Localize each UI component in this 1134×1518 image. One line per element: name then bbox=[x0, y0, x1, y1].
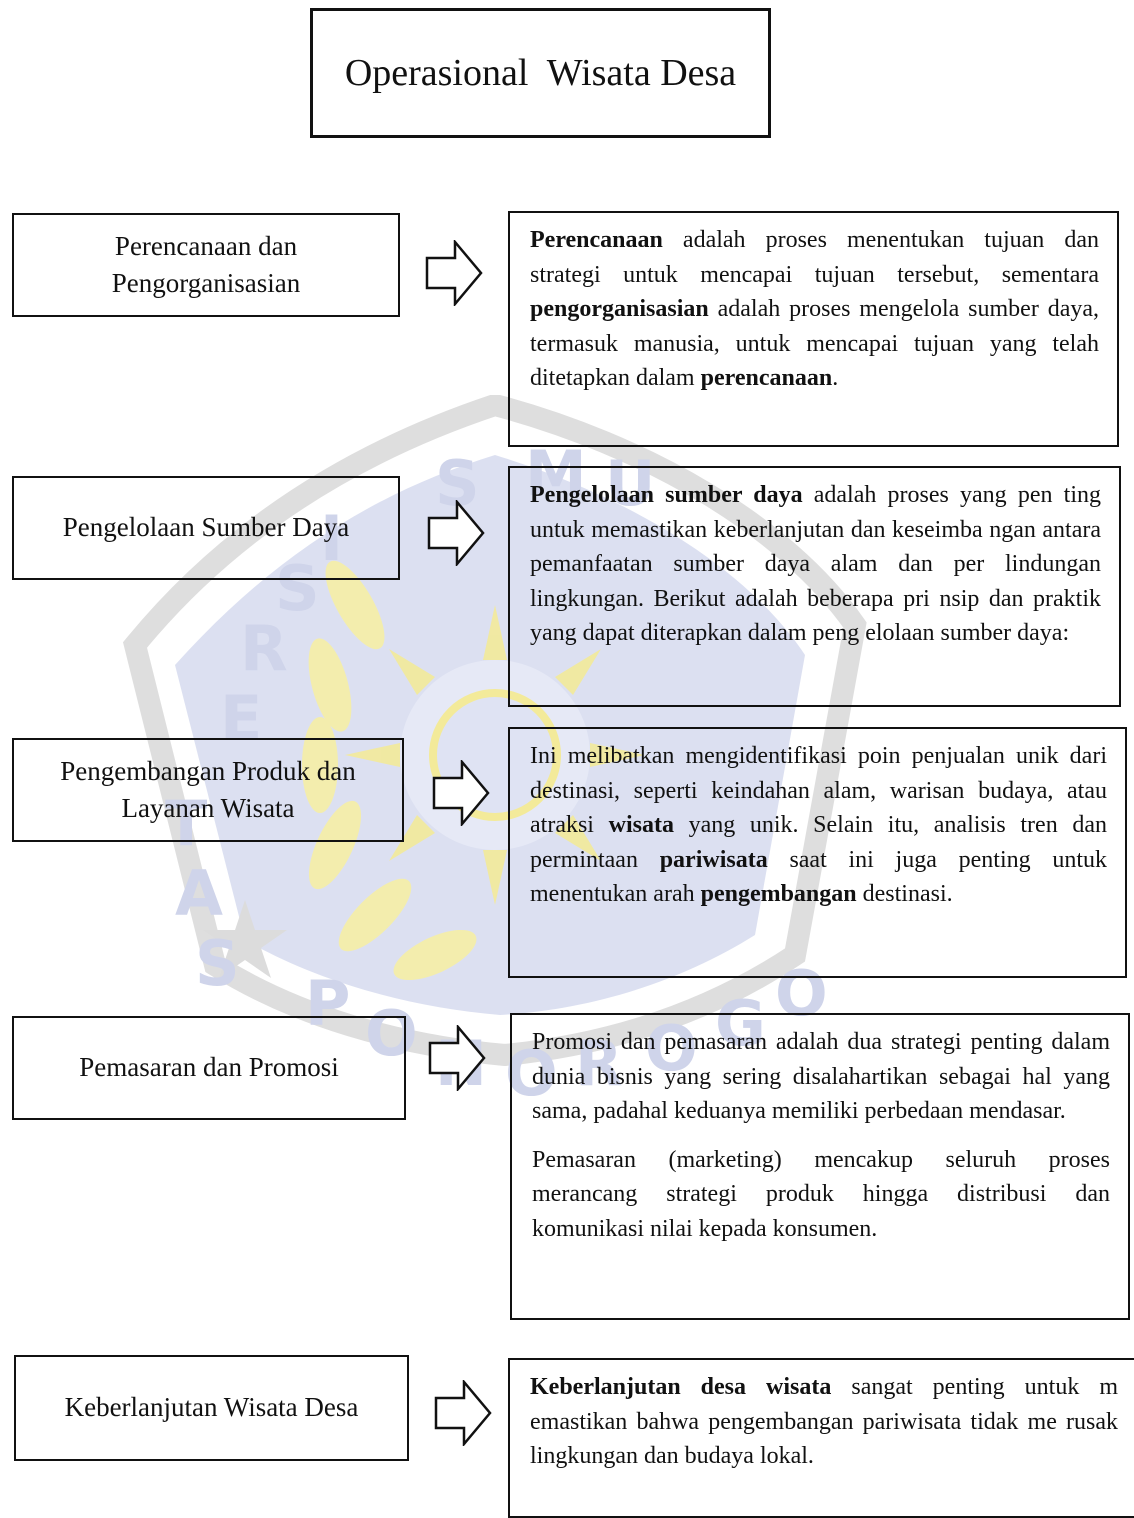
text-run: destinasi. bbox=[856, 881, 953, 908]
watermark-letter: R bbox=[240, 612, 288, 685]
watermark-letter: G bbox=[715, 987, 766, 1060]
description-paragraph: Perencanaan adalah proses menentukan tuj… bbox=[530, 223, 1099, 396]
watermark-letter: M bbox=[525, 437, 587, 510]
watermark-letter: O bbox=[365, 997, 418, 1070]
bold-term: Keberlanjutan desa wisata bbox=[530, 1374, 832, 1400]
text-run: sangat penting untuk m emastikan bahwa p… bbox=[530, 1374, 1119, 1470]
watermark-letter: A bbox=[175, 857, 223, 930]
watermark-shield-outline bbox=[122, 395, 867, 1067]
step-box-keberlanjutan: Keberlanjutan Wisata Desa bbox=[14, 1355, 409, 1461]
watermark-letter: E bbox=[220, 682, 262, 755]
text-run: yang unik. Selain itu, analisis tren dan… bbox=[530, 812, 1107, 873]
description-box-pengembangan: Ini melibatkan mengidentifikasi poin pen… bbox=[508, 727, 1127, 978]
description-paragraph: Pengelolaan sumber daya adalah proses ya… bbox=[530, 478, 1101, 651]
watermark-letter: I bbox=[320, 502, 343, 575]
watermark-letter: R bbox=[575, 1027, 623, 1100]
step-box-perencanaan: Perencanaan dan Pengorganisasian bbox=[12, 213, 400, 317]
bold-term: pariwisata bbox=[659, 846, 768, 873]
watermark-letter: P bbox=[305, 967, 350, 1040]
description-paragraph: Pemasaran (marketing) mencakup seluruh p… bbox=[532, 1143, 1110, 1247]
watermark-letter: O bbox=[505, 1037, 558, 1110]
description-box-pengelolaan: Pengelolaan sumber daya adalah proses ya… bbox=[508, 466, 1121, 707]
description-text: Perencanaan adalah proses menentukan tuj… bbox=[530, 223, 1099, 396]
watermark-letter: O bbox=[645, 1012, 698, 1085]
step-box-pengelolaan: Pengelolaan Sumber Daya bbox=[12, 476, 400, 580]
bold-term: Pengelolaan sumber daya bbox=[530, 482, 803, 508]
text-run: . bbox=[832, 365, 839, 392]
text-run: saat ini juga penting untuk menentukan a… bbox=[530, 846, 1108, 908]
description-text: Pengelolaan sumber daya adalah proses ya… bbox=[530, 478, 1101, 651]
right-arrow-icon bbox=[428, 1025, 486, 1091]
description-text: Promosi dan pemasaran adalah dua strateg… bbox=[532, 1025, 1110, 1246]
bold-term: pengorganisasian bbox=[530, 296, 709, 323]
watermark-laurel bbox=[302, 560, 477, 981]
text-run: adalah proses yang pen ting untuk memast… bbox=[530, 482, 1101, 647]
description-paragraph: Ini melibatkan mengidentifikasi poin pen… bbox=[530, 739, 1107, 912]
step-label: Perencanaan dan Pengorganisasian bbox=[111, 230, 301, 298]
text-run: adalah proses menentukan tujuan dan stra… bbox=[530, 227, 1099, 288]
bold-term: Perencanaan bbox=[530, 227, 663, 253]
description-paragraph: Promosi dan pemasaran adalah dua strateg… bbox=[532, 1025, 1110, 1129]
step-label: Pengelolaan Sumber Daya bbox=[62, 512, 350, 543]
watermark-letter: O bbox=[775, 957, 828, 1030]
text-run: Ini melibatkan mengidentifikasi poin pen… bbox=[530, 743, 1107, 839]
right-arrow-icon bbox=[434, 1380, 492, 1446]
right-arrow-icon bbox=[432, 760, 490, 826]
bold-term: perencanaan bbox=[700, 365, 833, 392]
description-box-pemasaran: Promosi dan pemasaran adalah dua strateg… bbox=[510, 1013, 1130, 1320]
right-arrow-icon bbox=[427, 500, 485, 566]
bold-term: wisata bbox=[608, 812, 674, 839]
description-box-perencanaan: Perencanaan adalah proses menentukan tuj… bbox=[508, 211, 1119, 447]
watermark-letter: S bbox=[195, 927, 240, 1000]
description-text: Keberlanjutan desa wisata sangat penting… bbox=[530, 1370, 1118, 1474]
right-arrow-icon bbox=[425, 240, 483, 306]
description-paragraph: Keberlanjutan desa wisata sangat penting… bbox=[530, 1370, 1118, 1474]
text-run: Pemasaran (marketing) mencakup seluruh p… bbox=[532, 1146, 1110, 1242]
watermark-letter: S bbox=[275, 552, 320, 625]
step-label: Keberlanjutan Wisata Desa bbox=[64, 1392, 359, 1423]
step-box-pengembangan: Pengembangan Produk dan Layanan Wisata bbox=[12, 738, 404, 842]
watermark-letter: U bbox=[605, 447, 655, 520]
page-title: Operasional Wisata Desa bbox=[344, 52, 737, 94]
text-run: adalah proses mengelola sumber daya, ter… bbox=[530, 296, 1099, 392]
text-run: Promosi dan pemasaran adalah dua strateg… bbox=[532, 1029, 1110, 1125]
step-label: Pengembangan Produk dan Layanan Wisata bbox=[60, 755, 356, 823]
bold-term: pengembangan bbox=[700, 881, 857, 908]
watermark-star bbox=[203, 900, 287, 978]
step-label: Pemasaran dan Promosi bbox=[79, 1052, 339, 1083]
step-box-pemasaran: Pemasaran dan Promosi bbox=[12, 1016, 406, 1120]
title-box: Operasional Wisata Desa bbox=[310, 8, 771, 138]
watermark-letter: T bbox=[165, 787, 207, 860]
description-text: Ini melibatkan mengidentifikasi poin pen… bbox=[530, 739, 1107, 912]
description-box-keberlanjutan: Keberlanjutan desa wisata sangat penting… bbox=[508, 1358, 1134, 1518]
